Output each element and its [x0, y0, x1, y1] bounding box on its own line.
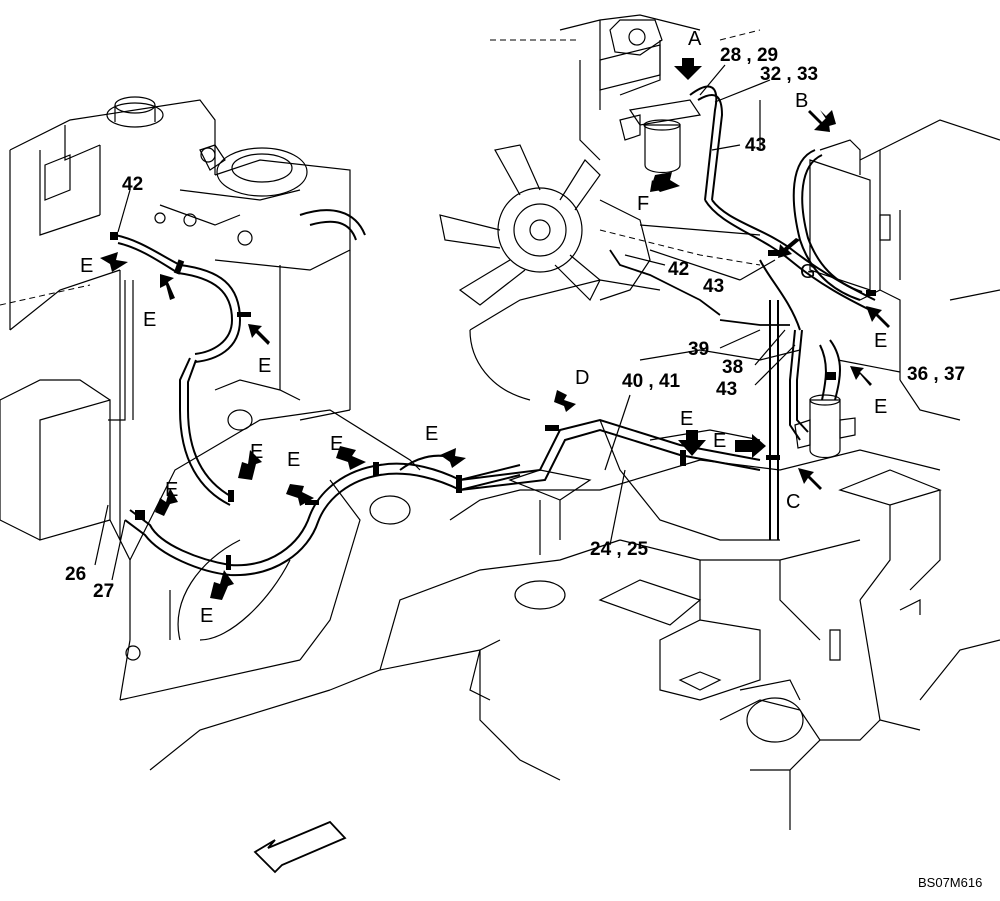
- machine-outline: [0, 14, 1000, 830]
- letter-B: B: [795, 90, 808, 112]
- callout-arrow-icon: [850, 366, 872, 386]
- callout-arrow-icon: [778, 238, 800, 258]
- label-38: 38: [722, 357, 743, 378]
- letter-E: E: [250, 441, 263, 463]
- label-32-33: 32 , 33: [760, 64, 818, 85]
- label-40-41: 40 , 41: [622, 371, 681, 392]
- letter-A: A: [688, 28, 702, 50]
- label-43-lower: 43: [716, 379, 737, 400]
- callout-arrows: [100, 58, 890, 600]
- callout-arrow-icon: [808, 110, 830, 132]
- letter-E: E: [200, 605, 213, 627]
- letter-E: E: [258, 355, 271, 377]
- callout-arrow-icon: [155, 488, 178, 516]
- letter-G: G: [800, 261, 816, 283]
- letter-E: E: [165, 479, 178, 501]
- letter-E: E: [425, 423, 438, 445]
- leader-lines: [94, 64, 901, 581]
- letter-E: E: [713, 430, 726, 452]
- label-24-25: 24 , 25: [590, 539, 649, 560]
- label-26: 26: [65, 564, 86, 585]
- callout-arrow-icon: [866, 306, 890, 328]
- callout-arrow-icon: [798, 468, 822, 490]
- letter-C: C: [786, 491, 800, 513]
- figure-code: BS07M616: [918, 875, 982, 890]
- callout-arrow-icon: [554, 390, 576, 412]
- callout-arrow-icon: [248, 324, 270, 345]
- front-direction-arrow-icon: [253, 820, 347, 874]
- letter-E: E: [80, 255, 93, 277]
- letter-D: D: [575, 367, 589, 389]
- letter-E: E: [680, 408, 693, 430]
- part-number-labels: 28 , 29 32 , 33 43 42 42 43 39 38 43 36 …: [65, 45, 965, 602]
- label-42-center: 42: [668, 259, 689, 280]
- callout-arrow-icon: [210, 570, 234, 600]
- letter-E: E: [287, 449, 300, 471]
- label-36-37: 36 , 37: [907, 364, 965, 385]
- callout-arrow-icon: [735, 434, 766, 458]
- letter-E: E: [143, 309, 156, 331]
- label-42-left: 42: [122, 174, 143, 195]
- callout-arrow-icon: [100, 252, 128, 272]
- letter-E: E: [874, 330, 887, 352]
- callout-arrow-icon: [286, 484, 314, 506]
- callout-arrow-icon: [678, 430, 706, 456]
- label-43-top: 43: [745, 135, 766, 156]
- callout-arrow-icon: [440, 448, 466, 468]
- callout-arrow-icon: [160, 274, 175, 300]
- callout-arrow-icon: [674, 58, 702, 80]
- letter-E: E: [874, 396, 887, 418]
- label-27: 27: [93, 581, 114, 602]
- detail-letter-labels: A B C D F G E E E E E E E E E E E E E: [80, 28, 887, 627]
- letter-F: F: [637, 193, 649, 215]
- label-28-29: 28 , 29: [720, 45, 778, 66]
- callout-arrow-icon: [238, 450, 262, 480]
- label-43-center: 43: [703, 276, 724, 297]
- letter-E: E: [330, 433, 343, 455]
- callout-arrow-icon: [652, 172, 680, 192]
- callout-arrow-icon: [336, 446, 366, 470]
- label-39: 39: [688, 339, 709, 360]
- fuel-hoses: [110, 85, 876, 577]
